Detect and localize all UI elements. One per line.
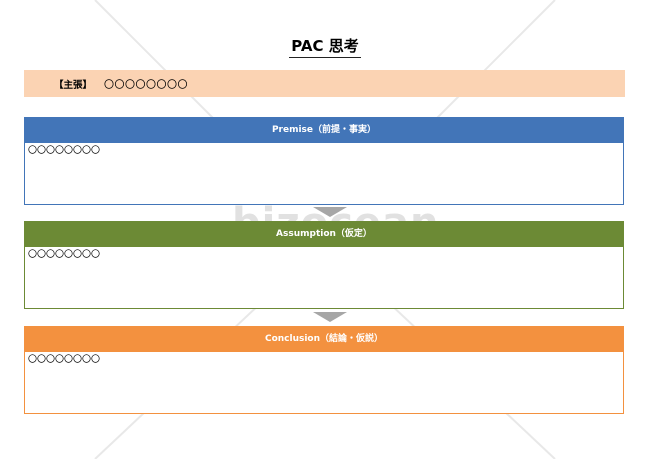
conclusion-section: Conclusion（結論・仮説） 〇〇〇〇〇〇〇〇 bbox=[24, 326, 624, 414]
premise-section: Premise（前提・事実） 〇〇〇〇〇〇〇〇 bbox=[24, 117, 624, 205]
claim-value[interactable]: 〇〇〇〇〇〇〇〇 bbox=[104, 80, 189, 91]
conclusion-header: Conclusion（結論・仮説） bbox=[24, 326, 624, 352]
premise-content-text: 〇〇〇〇〇〇〇〇 bbox=[28, 146, 101, 156]
conclusion-content[interactable]: 〇〇〇〇〇〇〇〇 bbox=[24, 352, 624, 414]
premise-header: Premise（前提・事実） bbox=[24, 117, 624, 143]
assumption-section: Assumption（仮定） 〇〇〇〇〇〇〇〇 bbox=[24, 221, 624, 309]
conclusion-content-text: 〇〇〇〇〇〇〇〇 bbox=[28, 355, 101, 365]
premise-content[interactable]: 〇〇〇〇〇〇〇〇 bbox=[24, 143, 624, 205]
page-title: PAC 思考 bbox=[289, 37, 361, 58]
assumption-content-text: 〇〇〇〇〇〇〇〇 bbox=[28, 250, 101, 260]
claim-bar: 【主張】 〇〇〇〇〇〇〇〇 bbox=[24, 70, 625, 97]
assumption-content[interactable]: 〇〇〇〇〇〇〇〇 bbox=[24, 247, 624, 309]
assumption-header: Assumption（仮定） bbox=[24, 221, 624, 247]
page-title-wrapper: PAC 思考 bbox=[0, 36, 650, 58]
claim-label: 【主張】 bbox=[54, 79, 93, 91]
down-arrow-icon bbox=[313, 207, 347, 217]
down-arrow-icon bbox=[313, 312, 347, 322]
